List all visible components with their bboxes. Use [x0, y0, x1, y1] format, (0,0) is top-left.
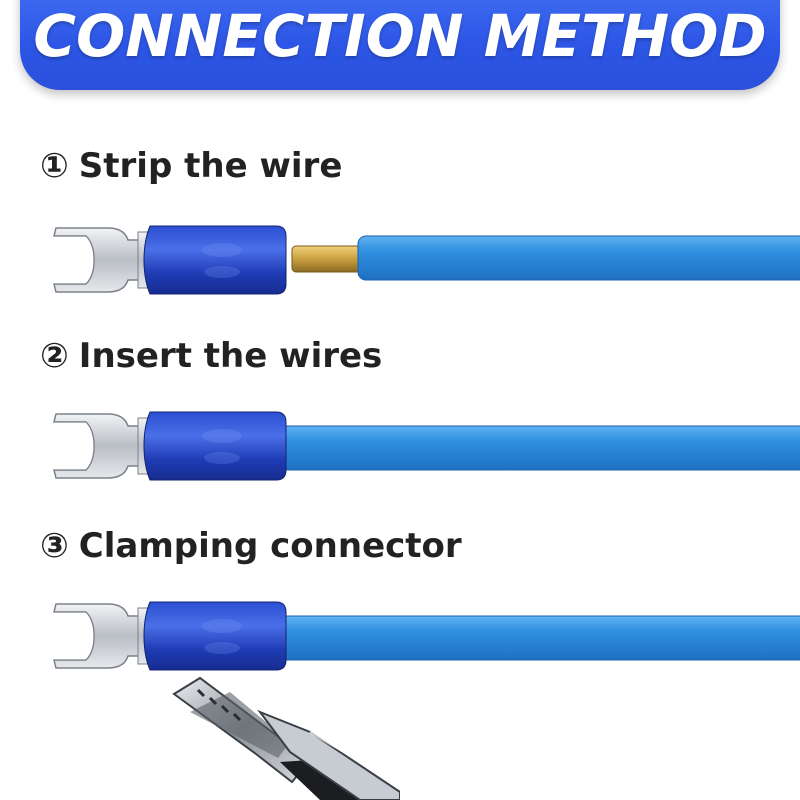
step-2-text: Insert the wires	[78, 336, 383, 376]
step-1-number: ①	[40, 146, 69, 186]
title-banner: CONNECTION METHOD	[20, 0, 780, 90]
blue-wire-icon	[269, 425, 800, 471]
step-3-illustration	[53, 601, 800, 671]
fork-terminal-icon	[53, 411, 287, 481]
crimping-pliers-icon	[172, 676, 400, 800]
blue-wire-icon	[269, 615, 800, 661]
step-2-illustration	[53, 411, 800, 481]
step-3-number: ③	[40, 526, 69, 566]
step-1-illustration	[53, 225, 800, 295]
fork-terminal-icon	[53, 601, 287, 671]
step-2-number: ②	[40, 336, 69, 376]
fork-terminal-icon	[53, 225, 287, 295]
banner-title: CONNECTION METHOD	[33, 2, 767, 70]
step-3-text: Clamping connector	[78, 526, 462, 566]
blue-wire-icon	[357, 235, 800, 281]
step-1-text: Strip the wire	[78, 146, 343, 186]
copper-core	[291, 245, 365, 273]
